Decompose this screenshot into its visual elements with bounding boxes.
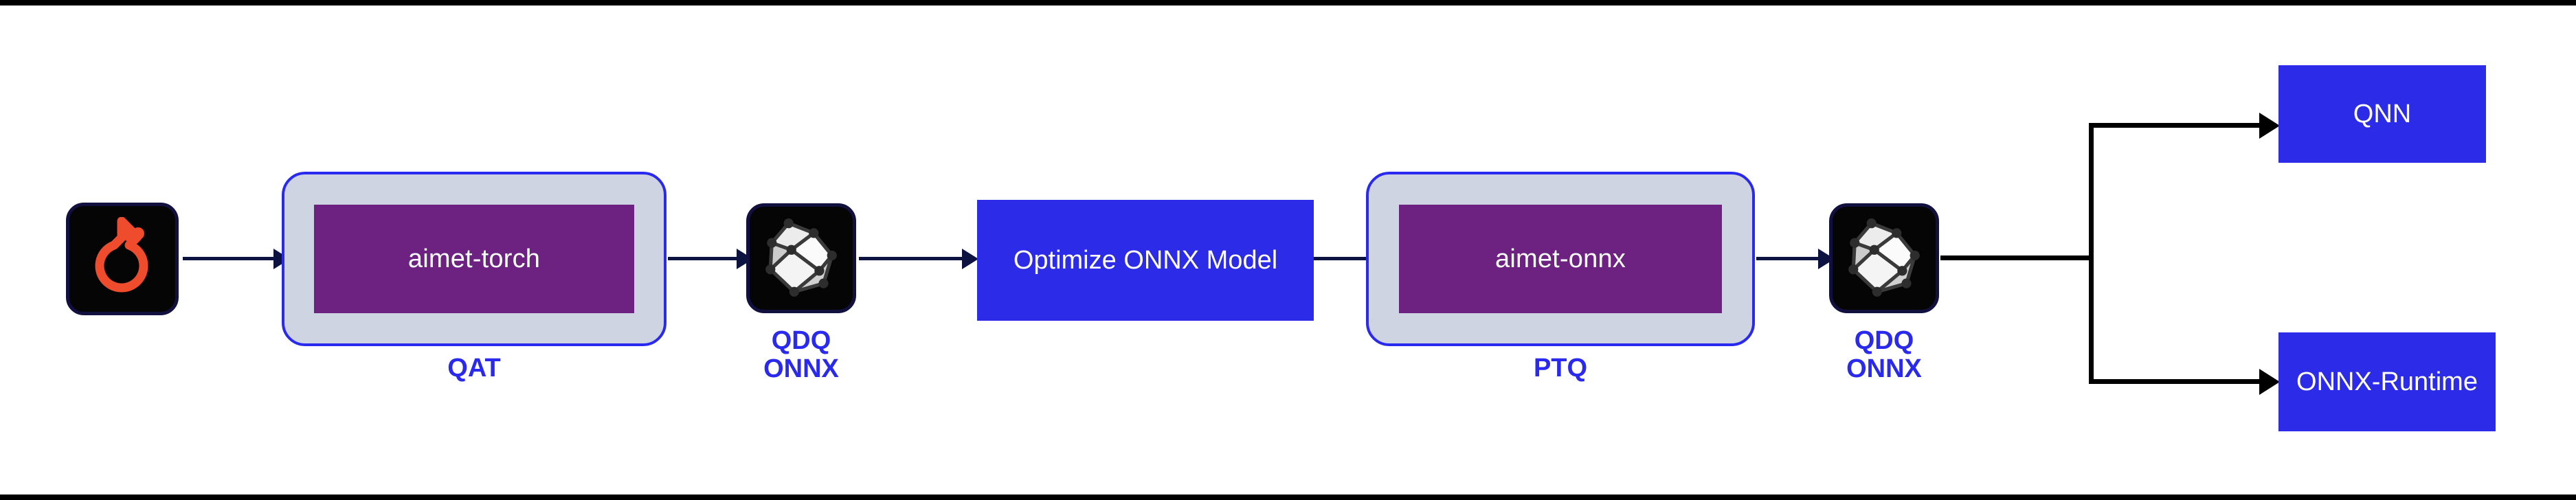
branch-upper-arrowhead xyxy=(2259,113,2280,139)
connector-line xyxy=(1314,257,1402,260)
optimize-onnx-model-box[interactable]: Optimize ONNX Model xyxy=(977,200,1314,321)
connector-arrowhead xyxy=(962,249,978,269)
branch-stem-line xyxy=(1940,255,2093,260)
top-border-bar xyxy=(0,0,2576,5)
branch-upper-line xyxy=(2089,123,2266,128)
connector-line xyxy=(1756,257,1825,260)
connector-line xyxy=(183,257,279,260)
caption-qdq-onnx-2: QDQ ONNX xyxy=(1846,326,1922,384)
branch-vertical-line xyxy=(2089,123,2094,384)
onnx-logo-icon xyxy=(759,216,843,300)
pytorch-logo-tile[interactable] xyxy=(66,203,179,315)
aimet-onnx-box: aimet-onnx xyxy=(1399,205,1722,313)
qnn-box[interactable]: QNN xyxy=(2278,65,2486,163)
pytorch-logo-icon xyxy=(84,217,161,301)
caption-qdq-onnx-1: QDQ ONNX xyxy=(763,326,839,384)
qdq-onnx-tile-2[interactable] xyxy=(1829,203,1939,313)
onnx-logo-icon xyxy=(1842,216,1926,300)
aimet-onnx-wrapper[interactable]: aimet-onnx xyxy=(1366,172,1755,346)
caption-qat: QAT xyxy=(447,354,501,383)
aimet-torch-box: aimet-torch xyxy=(314,205,634,313)
bottom-border-bar xyxy=(0,495,2576,500)
branch-lower-arrowhead xyxy=(2259,369,2280,395)
connector-line xyxy=(859,257,969,260)
connector-line xyxy=(668,257,743,260)
aimet-torch-wrapper[interactable]: aimet-torch xyxy=(282,172,667,346)
caption-ptq: PTQ xyxy=(1533,354,1588,383)
qdq-onnx-tile-1[interactable] xyxy=(746,203,856,313)
onnx-runtime-box[interactable]: ONNX-Runtime xyxy=(2278,332,2496,431)
branch-lower-line xyxy=(2089,379,2266,384)
